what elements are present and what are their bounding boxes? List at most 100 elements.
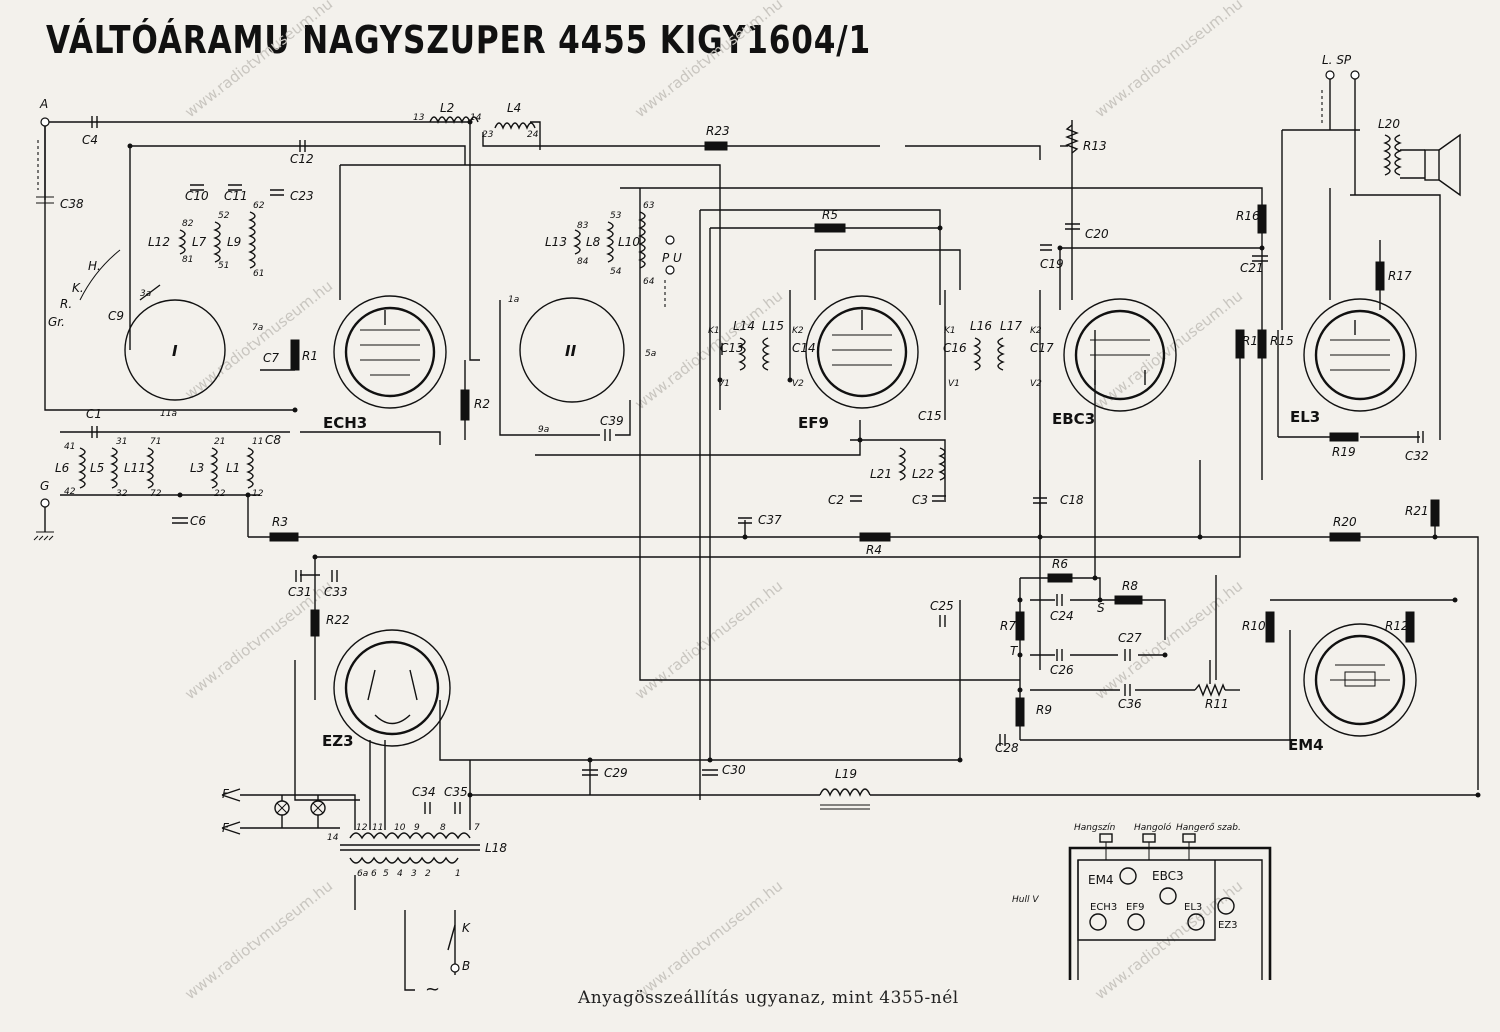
layout-panel-tubes-2-label: ECH3 xyxy=(1090,902,1117,913)
transformer-pins-8-label: 6 xyxy=(371,869,377,879)
node-labels-v2a-label: V2 xyxy=(792,379,804,389)
coil-pins-l3a-label: 21 xyxy=(214,437,225,447)
coil-pins-l5a-label: 31 xyxy=(116,437,127,447)
node-t-label: T xyxy=(1010,644,1019,658)
switch-1-label: I xyxy=(172,342,178,360)
capacitors-c18-label: C18 xyxy=(1060,493,1084,507)
resistors-r9-label: R9 xyxy=(1036,703,1052,717)
transformer-pins-6-label: 7 xyxy=(474,823,480,833)
inductors-l8-label: L8 xyxy=(586,235,601,249)
tube-ebc3: EBC3 xyxy=(1052,298,1177,428)
terminals-mains-b-label: B xyxy=(462,959,470,973)
inductors-l14-label: L14 xyxy=(733,319,755,333)
chassis-layout-panel: Hangszín Hangoló Hangerő szab. Hull V EM… xyxy=(1012,822,1272,980)
transformer-pins-0-label: 14 xyxy=(327,833,339,843)
capacitors-c2-label: C2 xyxy=(828,493,844,507)
capacitors-c6-label: C6 xyxy=(190,514,206,528)
transformer-pins-1-label: 12 xyxy=(356,823,368,833)
node-labels-k2b-label: K2 xyxy=(1030,326,1042,336)
node-labels-p7a-label: 7a xyxy=(252,323,263,333)
coil-pins-l2b-label: 14 xyxy=(470,113,482,123)
knob-tone-label: Hangszín xyxy=(1074,823,1116,833)
watermark-text: www.radiotvmuseum.hu xyxy=(1091,0,1246,121)
speaker xyxy=(1400,133,1461,197)
watermark-text: www.radiotvmuseum.hu xyxy=(181,877,336,1003)
coil-pins-l4a-label: 23 xyxy=(482,130,494,140)
tube-el3: EL3 xyxy=(1290,298,1417,426)
capacitors-c8-label: C8 xyxy=(265,433,281,447)
resistors-r19-label: R19 xyxy=(1332,445,1356,459)
resistors: R23 R5 R1 R2 R3 R4 R20 R21 R6 R8 R7 R9 R… xyxy=(269,124,1440,727)
coil-pins-l3b-label: 22 xyxy=(214,489,226,499)
inductors-l4-label: L4 xyxy=(507,101,521,115)
inductors-l20-label: L20 xyxy=(1378,117,1400,131)
capacitors-c29-label: C29 xyxy=(604,766,628,780)
knob-tuning-label: Hangoló xyxy=(1134,822,1172,833)
capacitors-c3-label: C3 xyxy=(912,493,928,507)
antenna-terminal: A xyxy=(36,97,54,204)
watermark-text: www.radiotvmuseum.hu xyxy=(181,277,336,403)
transformer-pins-7-label: 6a xyxy=(357,869,368,879)
resistors-r23-label: R23 xyxy=(706,124,730,138)
resistors-r22-label: R22 xyxy=(326,613,350,627)
node-labels-k1a-label: K1 xyxy=(708,326,720,336)
resistors-r20-label: R20 xyxy=(1333,515,1357,529)
capacitors-c37-label: C37 xyxy=(758,513,782,527)
capacitors-c33-label: C33 xyxy=(324,585,348,599)
transformer-pins-9-label: 5 xyxy=(383,869,389,879)
inductors-l2-label: L2 xyxy=(440,101,454,115)
node-labels-v1b-label: V1 xyxy=(948,379,960,389)
capacitors-c34-label: C34 xyxy=(412,785,436,799)
coil-pins-l6a-label: 41 xyxy=(64,442,75,452)
capacitors-c1-label: C1 xyxy=(86,407,102,421)
capacitors-c4-label: C4 xyxy=(82,133,98,147)
capacitors-c9-label: C9 xyxy=(108,309,124,323)
coil-pins-l2a-label: 13 xyxy=(413,113,425,123)
wave-switch-1: I 3a 7a 11a H. K. R. Gr. xyxy=(48,249,263,419)
transformer-pins-13-label: 1 xyxy=(455,869,461,879)
capacitors-c16-label: C16 xyxy=(943,341,967,355)
tube-ech3: ECH3 xyxy=(323,295,447,432)
coil-pins-l4b-label: 24 xyxy=(527,130,539,140)
coil-pins-l10a-label: 63 xyxy=(643,201,655,211)
coil-pins-l7b-label: 51 xyxy=(218,261,229,271)
coil-pins-l6b-label: 42 xyxy=(64,487,76,497)
layout-panel-tubes-5-label: EZ3 xyxy=(1218,920,1238,931)
resistors-r7-label: R7 xyxy=(1000,619,1016,633)
tubes-el3-label: EL3 xyxy=(1290,408,1320,426)
watermark-text: www.radiotvmuseum.hu xyxy=(631,0,786,121)
resistors-r1-label: R1 xyxy=(302,349,318,363)
watermark-text: www.radiotvmuseum.hu xyxy=(631,577,786,703)
resistors-r16-label: R16 xyxy=(1236,209,1260,223)
resistors-r15-label: R15 xyxy=(1270,334,1294,348)
node-labels-k1b-label: K1 xyxy=(944,326,956,336)
coil-pins-l9a-label: 62 xyxy=(253,201,265,211)
capacitors-c30-label: C30 xyxy=(722,763,746,777)
inductors-l18-label: L18 xyxy=(485,841,507,855)
watermark-text: www.radiotvmuseum.hu xyxy=(181,577,336,703)
capacitors-c23-label: C23 xyxy=(290,189,314,203)
capacitors-c27-label: C27 xyxy=(1118,631,1142,645)
coil-pins-l9b-label: 61 xyxy=(253,269,264,279)
capacitors-c25-label: C25 xyxy=(930,599,954,613)
layout-panel-tubes-0-label: EM4 xyxy=(1088,873,1114,887)
capacitors-c32-label: C32 xyxy=(1405,449,1429,463)
pickup-terminals: P U xyxy=(662,235,682,310)
transformer-pins-2-label: 11 xyxy=(372,823,383,833)
inductors-l16-label: L16 xyxy=(970,319,992,333)
coil-pins-l13b-label: 84 xyxy=(577,257,589,267)
tubes-em4-label: EM4 xyxy=(1288,736,1324,754)
resistors-r4-label: R4 xyxy=(866,543,882,557)
watermark-text: www.radiotvmuseum.hu xyxy=(181,0,336,121)
layout-panel-tubes-1-label: EBC3 xyxy=(1152,869,1184,883)
capacitors-c38-label: C38 xyxy=(60,197,84,211)
coil-pins-l8b-label: 54 xyxy=(610,267,622,277)
tubes-ebc3-label: EBC3 xyxy=(1052,410,1095,428)
node-s-label: S xyxy=(1097,601,1105,615)
node-labels-p9a-label: 9a xyxy=(538,425,549,435)
tube-em4: EM4 xyxy=(1288,623,1417,754)
tube-ez3: EZ3 xyxy=(322,629,451,750)
band-labels-r-label: R. xyxy=(60,297,72,311)
